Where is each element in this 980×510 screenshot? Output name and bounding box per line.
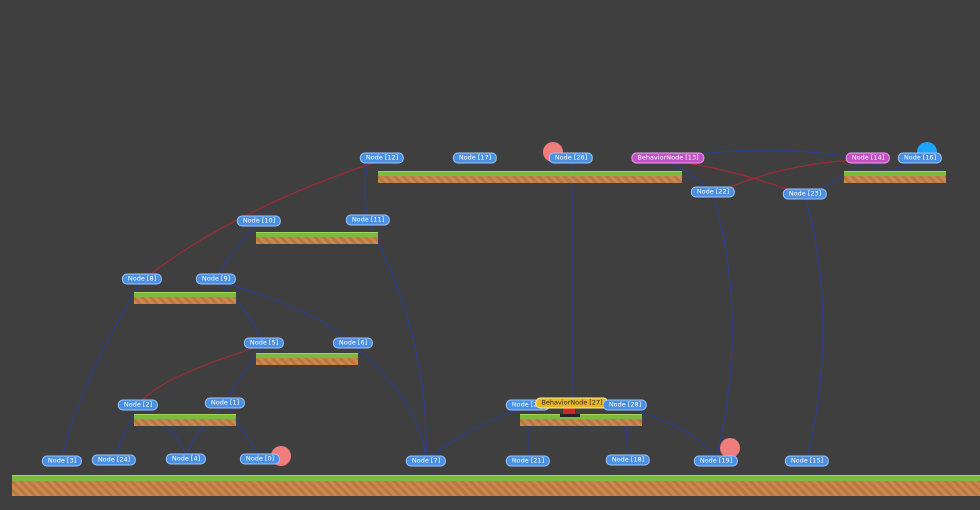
behavior-node[interactable]: Node [14] <box>845 152 891 164</box>
graph-node[interactable]: Node [28] <box>602 399 648 411</box>
graph-node[interactable]: Node [10] <box>236 215 282 227</box>
graph-edge <box>624 406 717 460</box>
graph-edge <box>215 222 260 282</box>
graph-node[interactable]: Node [21] <box>505 455 551 467</box>
graph-node[interactable]: Node [4] <box>165 453 207 465</box>
graph-node[interactable]: Node [18] <box>605 454 651 466</box>
graph-edge <box>364 159 369 223</box>
graph-edge <box>425 406 529 460</box>
platform <box>520 414 642 426</box>
graph-node[interactable]: Node [23] <box>782 188 828 200</box>
graph-edge <box>712 193 733 460</box>
graph-node[interactable]: Node [17] <box>452 152 498 164</box>
platform <box>134 414 236 426</box>
platform <box>378 171 682 183</box>
platform <box>256 353 358 365</box>
graph-node[interactable]: Node [8] <box>121 273 163 285</box>
behavior-edge <box>137 344 265 408</box>
graph-node[interactable]: Node [1] <box>204 397 246 409</box>
graph-edge <box>367 221 427 460</box>
player-body <box>563 407 575 414</box>
graph-edge <box>137 406 187 458</box>
graph-edge <box>804 195 824 460</box>
graph-node[interactable]: Node [7] <box>405 455 447 467</box>
graph-node[interactable]: Node [12] <box>359 152 405 164</box>
graph-node[interactable]: Node [9] <box>195 273 237 285</box>
active-behavior-node[interactable]: BehaviorNode [27] <box>535 397 609 409</box>
graph-node[interactable]: Node [6] <box>332 337 374 349</box>
graph-node[interactable]: Node [5] <box>243 337 285 349</box>
graph-node[interactable]: Node [16] <box>897 152 943 164</box>
graph-node[interactable]: Node [2] <box>117 399 159 411</box>
graph-edge <box>224 404 261 458</box>
graph-node[interactable]: Node [11] <box>345 214 391 226</box>
graph-node[interactable]: Node [0] <box>239 453 281 465</box>
behavior-node[interactable]: BehaviorNode [13] <box>631 152 705 164</box>
platform <box>844 171 946 183</box>
player-base <box>560 414 580 417</box>
graph-node[interactable]: Node [26] <box>548 152 594 164</box>
platform <box>134 292 236 304</box>
platform <box>256 232 378 244</box>
graph-node[interactable]: Node [3] <box>41 455 83 467</box>
graph-edge <box>215 280 265 346</box>
graph-edge <box>352 344 427 460</box>
pink-orb <box>720 438 740 458</box>
behavior-edge <box>141 159 383 282</box>
graph-edge <box>185 404 226 458</box>
graph-node[interactable]: Node [22] <box>690 186 736 198</box>
graph-edge <box>215 280 354 346</box>
player-character[interactable] <box>560 407 580 417</box>
ground-platform <box>12 475 980 496</box>
graph-node[interactable]: Node [24] <box>91 454 137 466</box>
graph-node[interactable]: Node [19] <box>693 455 739 467</box>
graph-node[interactable]: Node [15] <box>784 455 830 467</box>
graph-edge <box>61 280 143 460</box>
